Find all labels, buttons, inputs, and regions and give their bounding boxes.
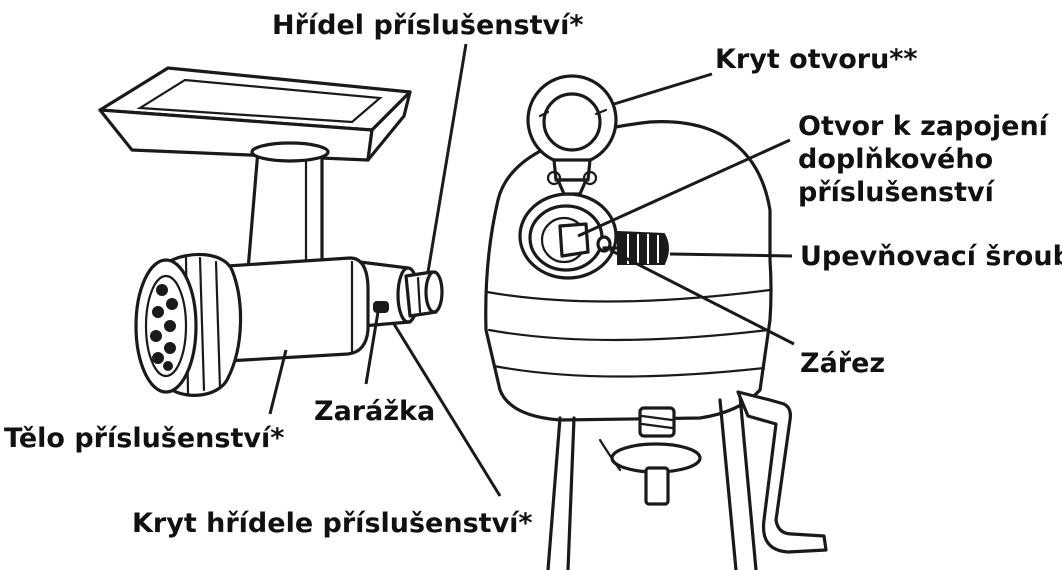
labels: Hřídel příslušenství* Kryt otvoru** Otvo… [4, 10, 1062, 539]
label-attachment-hub-line3: příslušenství [798, 177, 996, 208]
mixer-head [484, 74, 828, 570]
ring-nut [134, 252, 243, 397]
grinder-attachment [98, 66, 444, 397]
leader-pin [364, 311, 380, 385]
mixer-column [546, 394, 758, 570]
hub-knob [602, 230, 669, 265]
label-attachment-hub-line1: Otvor k zapojení [798, 111, 1050, 142]
leader-hub-cover [613, 72, 713, 106]
leader-attachment-hub [577, 138, 791, 238]
grinding-plate-holes [150, 284, 178, 371]
accessory-shaft [404, 270, 444, 318]
label-shaft-housing: Kryt hřídele příslušenství* [132, 508, 533, 539]
label-hub-cover: Kryt otvoru** [715, 44, 918, 75]
label-pin: Zarážka [314, 396, 435, 427]
leader-notch [609, 248, 795, 346]
hub-cover [526, 74, 618, 196]
attachment-hub [518, 192, 618, 280]
label-accessory-body: Tělo příslušenství* [4, 423, 284, 454]
leader-shaft-housing [392, 323, 502, 497]
leader-hub-knob [669, 252, 793, 258]
leader-accessory-body [268, 349, 288, 415]
feed-tube [246, 141, 330, 274]
hopper-tray [98, 66, 412, 162]
leader-lines [268, 43, 795, 497]
bowl-lift-handle [736, 390, 828, 554]
leader-accessory-shaft [426, 43, 468, 273]
label-hub-knob: Upevňovací šroub [800, 241, 1062, 272]
beater-shaft [610, 406, 702, 506]
label-attachment-hub-line2: doplňkového [798, 144, 993, 175]
label-notch: Zářez [800, 348, 885, 379]
label-accessory-shaft: Hřídel příslušenství* [272, 10, 583, 41]
